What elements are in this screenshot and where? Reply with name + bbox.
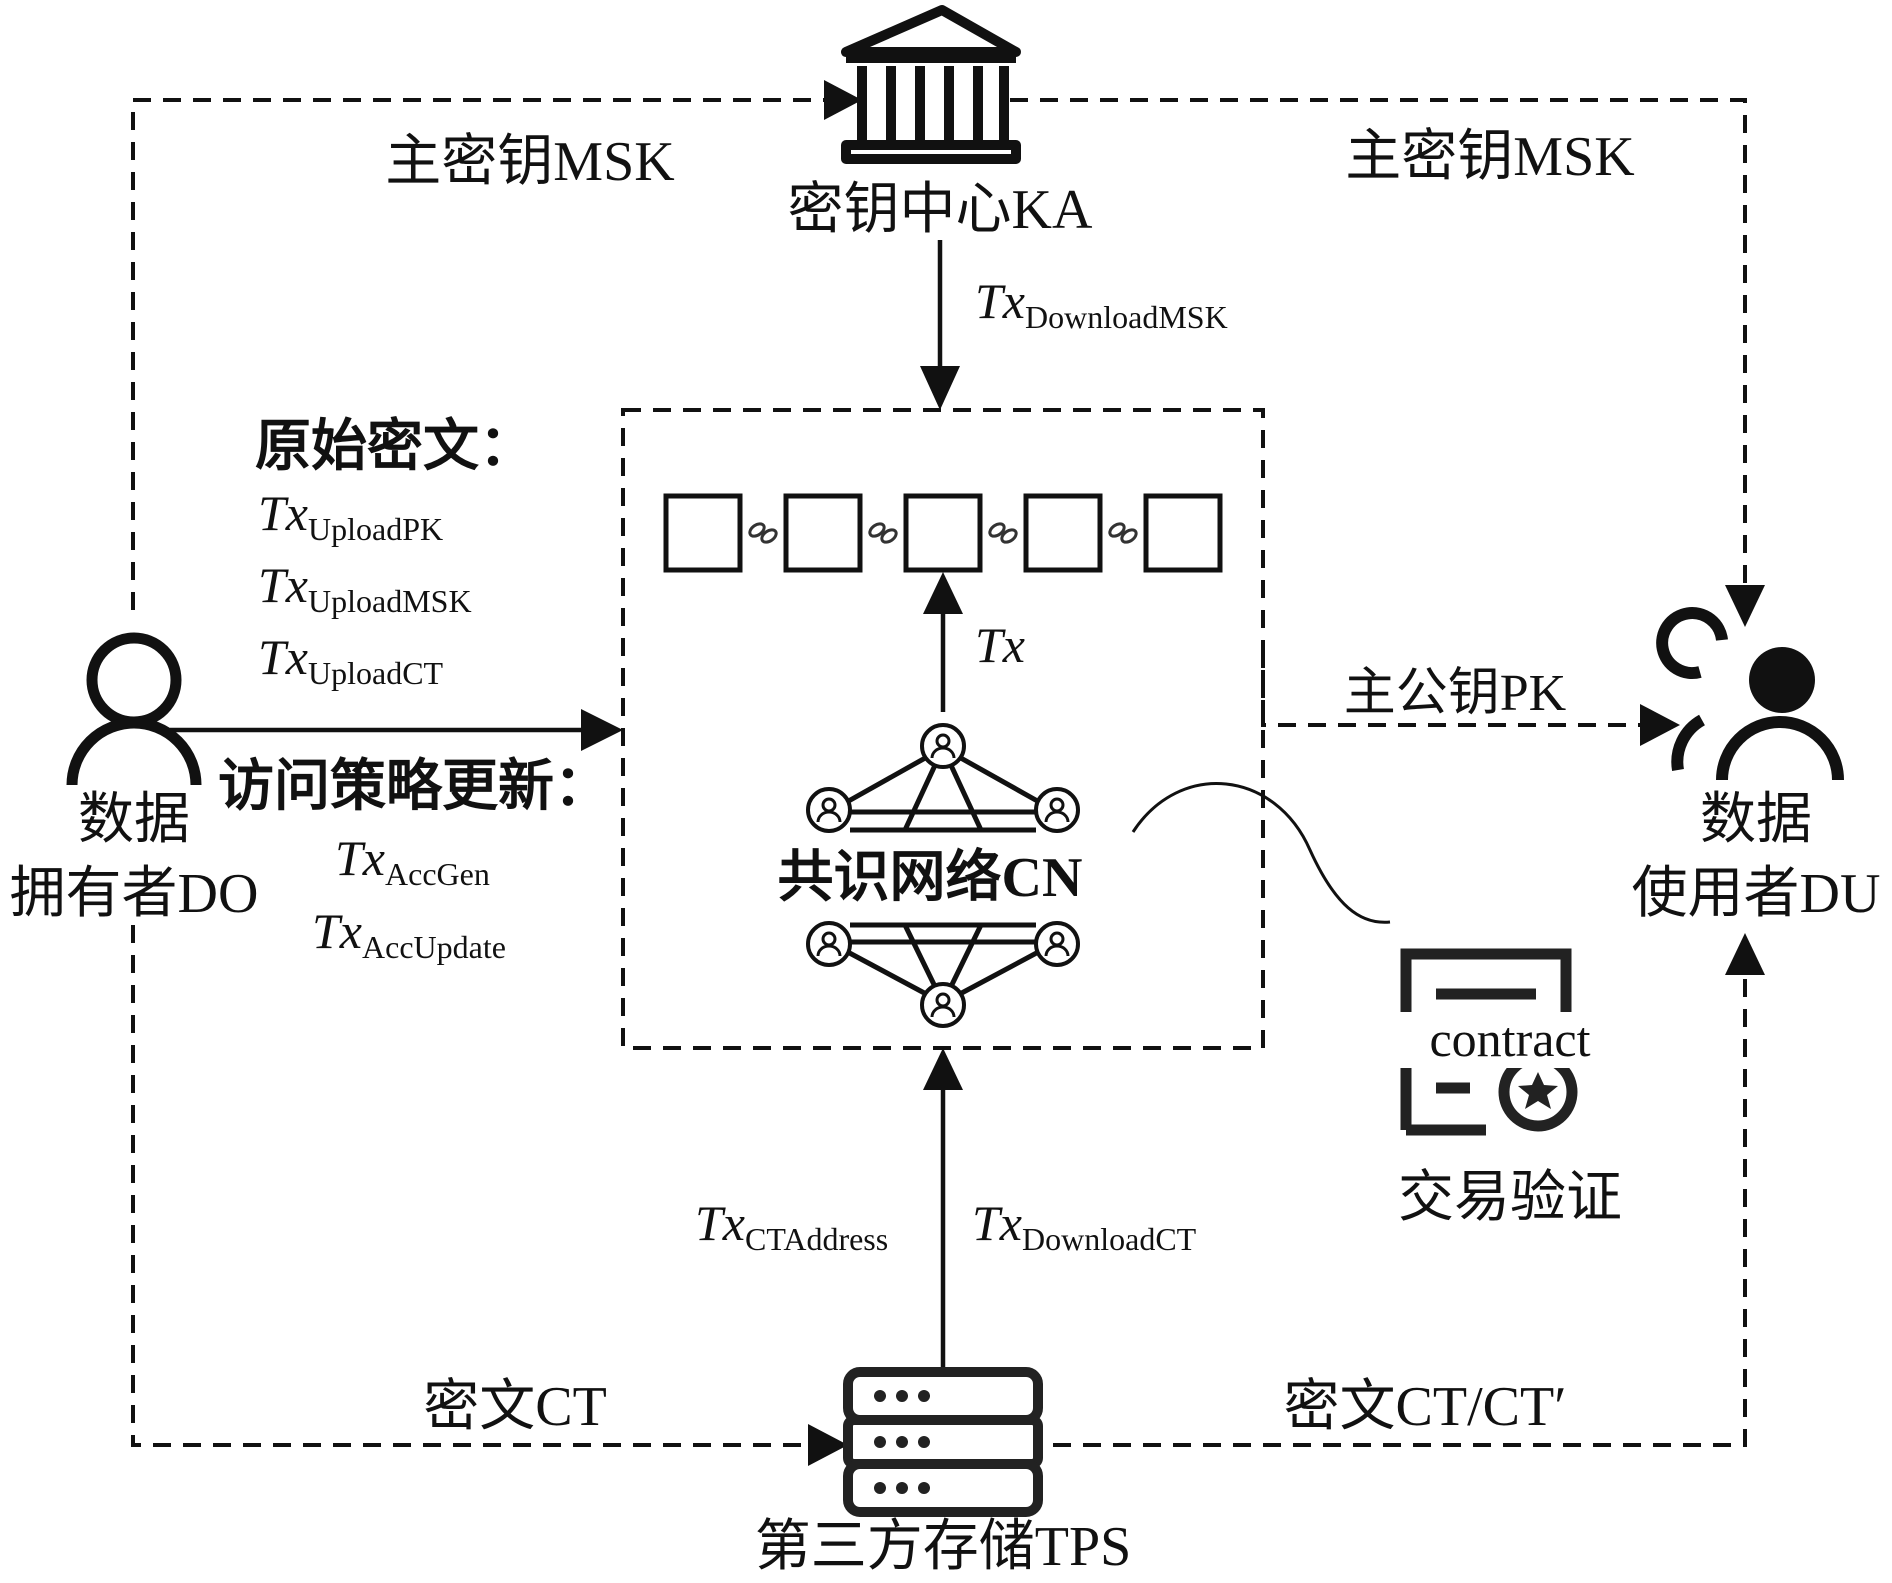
- tx-ct-address: TxCTAddress: [695, 1195, 888, 1257]
- tx-download-msk: TxDownloadMSK: [975, 273, 1228, 335]
- edge-label-cn-du: 主公钥PK: [1344, 665, 1567, 722]
- edge-label-ka-du: 主密钥MSK: [1345, 126, 1634, 188]
- server-icon: [843, 1367, 1043, 1517]
- do-label-line1: 数据: [78, 789, 190, 851]
- arrowhead-du-top: [1725, 585, 1765, 627]
- bank-icon: [841, 5, 1021, 164]
- edge-label-do-tps: 密文CT: [423, 1376, 607, 1438]
- do-label-line2: 拥有者DO: [10, 863, 259, 925]
- block: [903, 493, 983, 573]
- tx-download-ct: TxDownloadCT: [972, 1195, 1197, 1257]
- network-node-icon: [1034, 921, 1080, 967]
- arrowhead-cn-top: [920, 366, 960, 410]
- star-icon: [1518, 1072, 1558, 1109]
- arrowhead-chain: [923, 572, 963, 614]
- du-label-line2: 使用者DU: [1632, 863, 1881, 925]
- tx-upload-pk: TxUploadPK: [258, 485, 443, 547]
- arrowhead-du-bottom: [1725, 933, 1765, 975]
- original-ciphertext-heading: 原始密文：: [255, 416, 535, 478]
- block: [663, 493, 743, 573]
- arrowhead-ka-in: [824, 80, 862, 120]
- network-node-icon: [920, 723, 966, 769]
- contract-label-backdrop: [1400, 1012, 1620, 1068]
- block: [1023, 493, 1103, 573]
- cn-label: 共识网络CN: [778, 846, 1083, 909]
- tx-upload-msk: TxUploadMSK: [258, 557, 472, 619]
- edge-tps-du: [1053, 970, 1747, 1447]
- edge-label-tps-du: 密文CT/CT′: [1284, 1376, 1567, 1438]
- edge-ka-du: [1010, 98, 1747, 590]
- callout-curve: [1131, 782, 1391, 924]
- network-node-icon: [1034, 787, 1080, 833]
- tx-upload-ct: TxUploadCT: [258, 629, 444, 691]
- policy-update-heading: 访问策略更新：: [218, 756, 610, 818]
- network-nodes: [806, 723, 1080, 1028]
- tps-label: 第三方存储TPS: [755, 1516, 1132, 1578]
- network-node-icon: [806, 921, 852, 967]
- tx-acc-update: TxAccUpdate: [312, 903, 506, 965]
- arrowhead-du-pk: [1640, 704, 1680, 746]
- chain-link-icon: [748, 522, 1138, 544]
- verify-label: 交易验证: [1398, 1167, 1622, 1229]
- edge-do-ka: [131, 98, 825, 610]
- network-node-icon: [920, 982, 966, 1028]
- contract-label: contract: [1429, 1011, 1590, 1067]
- arrowhead-tps-in: [808, 1424, 848, 1466]
- user-icon: [66, 632, 202, 786]
- edge-do-tps: [131, 925, 810, 1447]
- block: [783, 493, 863, 573]
- edge-label-do-ka: 主密钥MSK: [385, 131, 674, 193]
- dashed-arrowheads: [808, 80, 1765, 1466]
- ka-label: 密钥中心KA: [788, 179, 1093, 241]
- tx-block: Tx: [975, 617, 1025, 673]
- users-icon: [1656, 607, 1844, 781]
- arrowhead-cn-left: [581, 709, 623, 751]
- edge-cn-du: [1261, 650, 1640, 727]
- arrowhead-cn-bottom: [923, 1048, 963, 1090]
- tx-acc-gen: TxAccGen: [335, 830, 490, 892]
- solid-edges: [170, 240, 946, 1368]
- blockchain: [663, 493, 1223, 573]
- network-node-icon: [806, 787, 852, 833]
- block: [1143, 493, 1223, 573]
- cn-label-backdrop: [765, 838, 1095, 916]
- du-label-line1: 数据: [1700, 789, 1812, 851]
- solid-arrowheads: [581, 366, 963, 1090]
